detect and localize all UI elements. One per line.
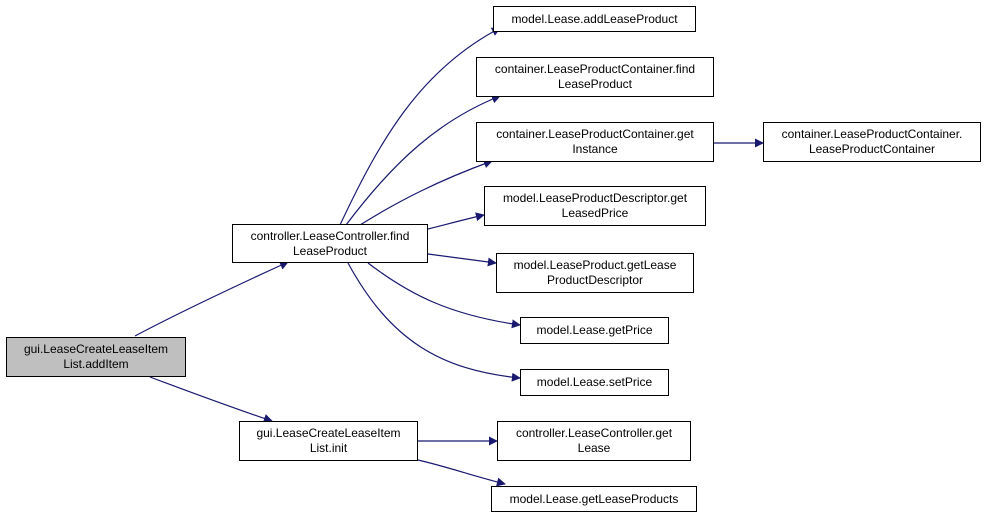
node-leaseproduct-getdescriptor[interactable]: model.LeaseProduct.getLease ProductDescr… xyxy=(496,253,694,293)
edge-find-to-containerFind xyxy=(345,94,501,226)
node-label-line1: model.Lease.getLeaseProducts xyxy=(509,491,679,506)
edge-addItem-to-findLeaseProduct xyxy=(134,261,289,337)
node-label-line1: controller.LeaseController.get xyxy=(515,426,673,440)
node-lease-getleaseproducts[interactable]: model.Lease.getLeaseProducts xyxy=(491,486,697,512)
node-controller-findleaseproduct[interactable]: controller.LeaseController.find LeasePro… xyxy=(232,224,428,263)
node-container-findleaseproduct[interactable]: container.LeaseProductContainer.find Lea… xyxy=(476,57,714,97)
node-label-line2: LeaseProductContainer xyxy=(808,142,936,156)
node-label-line1: controller.LeaseController.find xyxy=(250,228,410,243)
node-lease-getprice[interactable]: model.Lease.getPrice xyxy=(520,317,669,344)
edge-find-to-getLeasedPrice xyxy=(427,212,485,230)
node-label-line2: LeasedPrice xyxy=(561,206,629,220)
node-label-line1: gui.LeaseCreateLeaseItem xyxy=(256,426,401,440)
node-label-line1: container.LeaseProductContainer. xyxy=(781,127,963,141)
edge-find-to-addLeaseProduct xyxy=(339,27,501,226)
node-lease-setprice[interactable]: model.Lease.setPrice xyxy=(520,369,669,396)
edge-init-to-getLeaseProducts xyxy=(417,459,506,487)
node-label-line2: LeaseProduct xyxy=(557,77,633,91)
node-lease-create-init[interactable]: gui.LeaseCreateLeaseItem List.init xyxy=(239,421,418,461)
node-label-line2: Lease xyxy=(577,441,611,455)
node-label-line2: List.init xyxy=(309,441,348,455)
node-label-line1: container.LeaseProductContainer.get xyxy=(496,127,694,141)
edge-find-to-getInstance xyxy=(359,159,493,226)
node-lease-create-additem[interactable]: gui.LeaseCreateLeaseItem List.addItem xyxy=(6,337,186,377)
edge-find-to-getLeaseProductDescriptor xyxy=(427,253,497,267)
node-descriptor-getleasedprice[interactable]: model.LeaseProductDescriptor.get LeasedP… xyxy=(484,186,706,226)
node-label-line1: gui.LeaseCreateLeaseItem xyxy=(23,342,169,356)
node-label-line1: model.Lease.getPrice xyxy=(536,323,653,337)
node-label-line1: model.Lease.setPrice xyxy=(536,375,653,389)
edge-addItem-to-init xyxy=(149,376,273,423)
edge-find-to-setPrice xyxy=(347,262,521,382)
node-label-line2: Instance xyxy=(572,142,618,156)
node-label-line1: container.LeaseProductContainer.find xyxy=(494,62,696,76)
node-label-line2: List.addItem xyxy=(63,357,129,371)
node-label-line1: model.Lease.addLeaseProduct xyxy=(511,11,678,26)
node-label-line2: LeaseProduct xyxy=(292,243,368,258)
node-label-line1: model.LeaseProductDescriptor.get xyxy=(502,191,688,205)
node-controller-getlease[interactable]: controller.LeaseController.get Lease xyxy=(497,421,691,461)
node-lease-addleaseproduct[interactable]: model.Lease.addLeaseProduct xyxy=(493,6,696,32)
node-container-getinstance[interactable]: container.LeaseProductContainer.get Inst… xyxy=(476,122,714,162)
node-label-line2: ProductDescriptor xyxy=(546,273,644,287)
node-label-line1: model.LeaseProduct.getLease xyxy=(513,258,677,272)
node-container-constructor[interactable]: container.LeaseProductContainer. LeasePr… xyxy=(763,122,981,162)
edge-find-to-getPrice xyxy=(367,262,521,329)
